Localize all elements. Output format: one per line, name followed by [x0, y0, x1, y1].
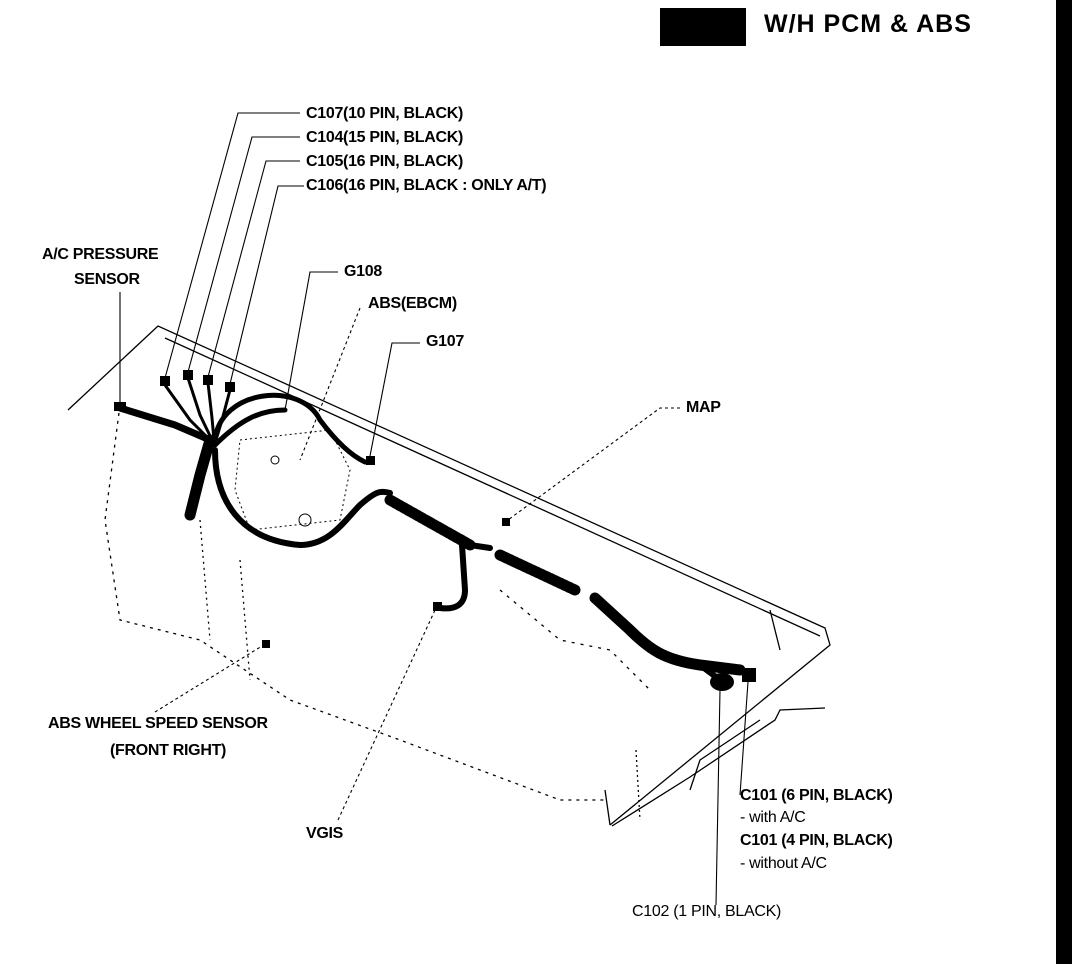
c105-leader [207, 160, 300, 378]
abs-wheel-leader [154, 645, 263, 713]
label-c105: C105(16 PIN, BLACK) [306, 153, 464, 170]
page-edge-bar [1056, 0, 1072, 964]
c106-connector [225, 382, 235, 392]
c107-connector [160, 376, 170, 386]
connector-blobs [114, 370, 756, 691]
harness-trunk [116, 392, 753, 683]
label-ac-pressure-line2: SENSOR [74, 271, 140, 288]
label-c107: C107(10 PIN, BLACK) [306, 105, 464, 122]
engine-bay-outline [67, 325, 831, 827]
leader-lines [119, 112, 749, 906]
page-title: W/H PCM & ABS [764, 10, 972, 38]
label-vgis: VGIS [306, 825, 344, 842]
map-leader [507, 407, 680, 521]
c106-leader [229, 185, 304, 385]
header-marker-block [660, 8, 746, 46]
abs-ebcm-module [234, 429, 351, 531]
label-c104: C104(15 PIN, BLACK) [306, 129, 464, 146]
g107-leader [369, 342, 420, 457]
g108-leader [284, 271, 338, 411]
label-map: MAP [686, 399, 721, 416]
label-ac-pressure-line1: A/C PRESSURE [42, 246, 159, 263]
label-c101-4pin: C101 (4 PIN, BLACK) [740, 832, 893, 849]
abs-wheel-speed-connector [262, 640, 270, 648]
label-c101-6pin-note: - with A/C [740, 809, 806, 826]
label-c101-6pin: C101 (6 PIN, BLACK) [740, 787, 893, 804]
c101-leader [739, 681, 749, 796]
c101-connector [742, 668, 756, 682]
abs-ebcm-leader [299, 307, 361, 461]
label-c101-4pin-note: - without A/C [740, 855, 827, 872]
label-c102: C102 (1 PIN, BLACK) [632, 903, 782, 920]
c102-leader [715, 689, 721, 906]
c107-leader [164, 112, 300, 379]
label-c106: C106(16 PIN, BLACK : ONLY A/T) [306, 177, 547, 194]
label-abs-ebcm: ABS(EBCM) [368, 295, 457, 312]
vgis-connector [433, 602, 442, 611]
label-g107: G107 [426, 333, 464, 350]
c104-leader [187, 136, 300, 373]
label-g108: G108 [344, 263, 382, 280]
vgis-leader [337, 607, 437, 821]
map-sensor-connector [502, 518, 510, 526]
label-abs-wheel-line1: ABS WHEEL SPEED SENSOR [48, 715, 268, 732]
label-abs-wheel-line2: (FRONT RIGHT) [110, 742, 227, 759]
ac-pressure-sensor-connector [114, 402, 126, 411]
c104-connector [183, 370, 193, 380]
c102-connector [710, 673, 734, 691]
connector-branches [163, 377, 232, 442]
c105-connector [203, 375, 213, 385]
g107-ground [366, 456, 375, 465]
